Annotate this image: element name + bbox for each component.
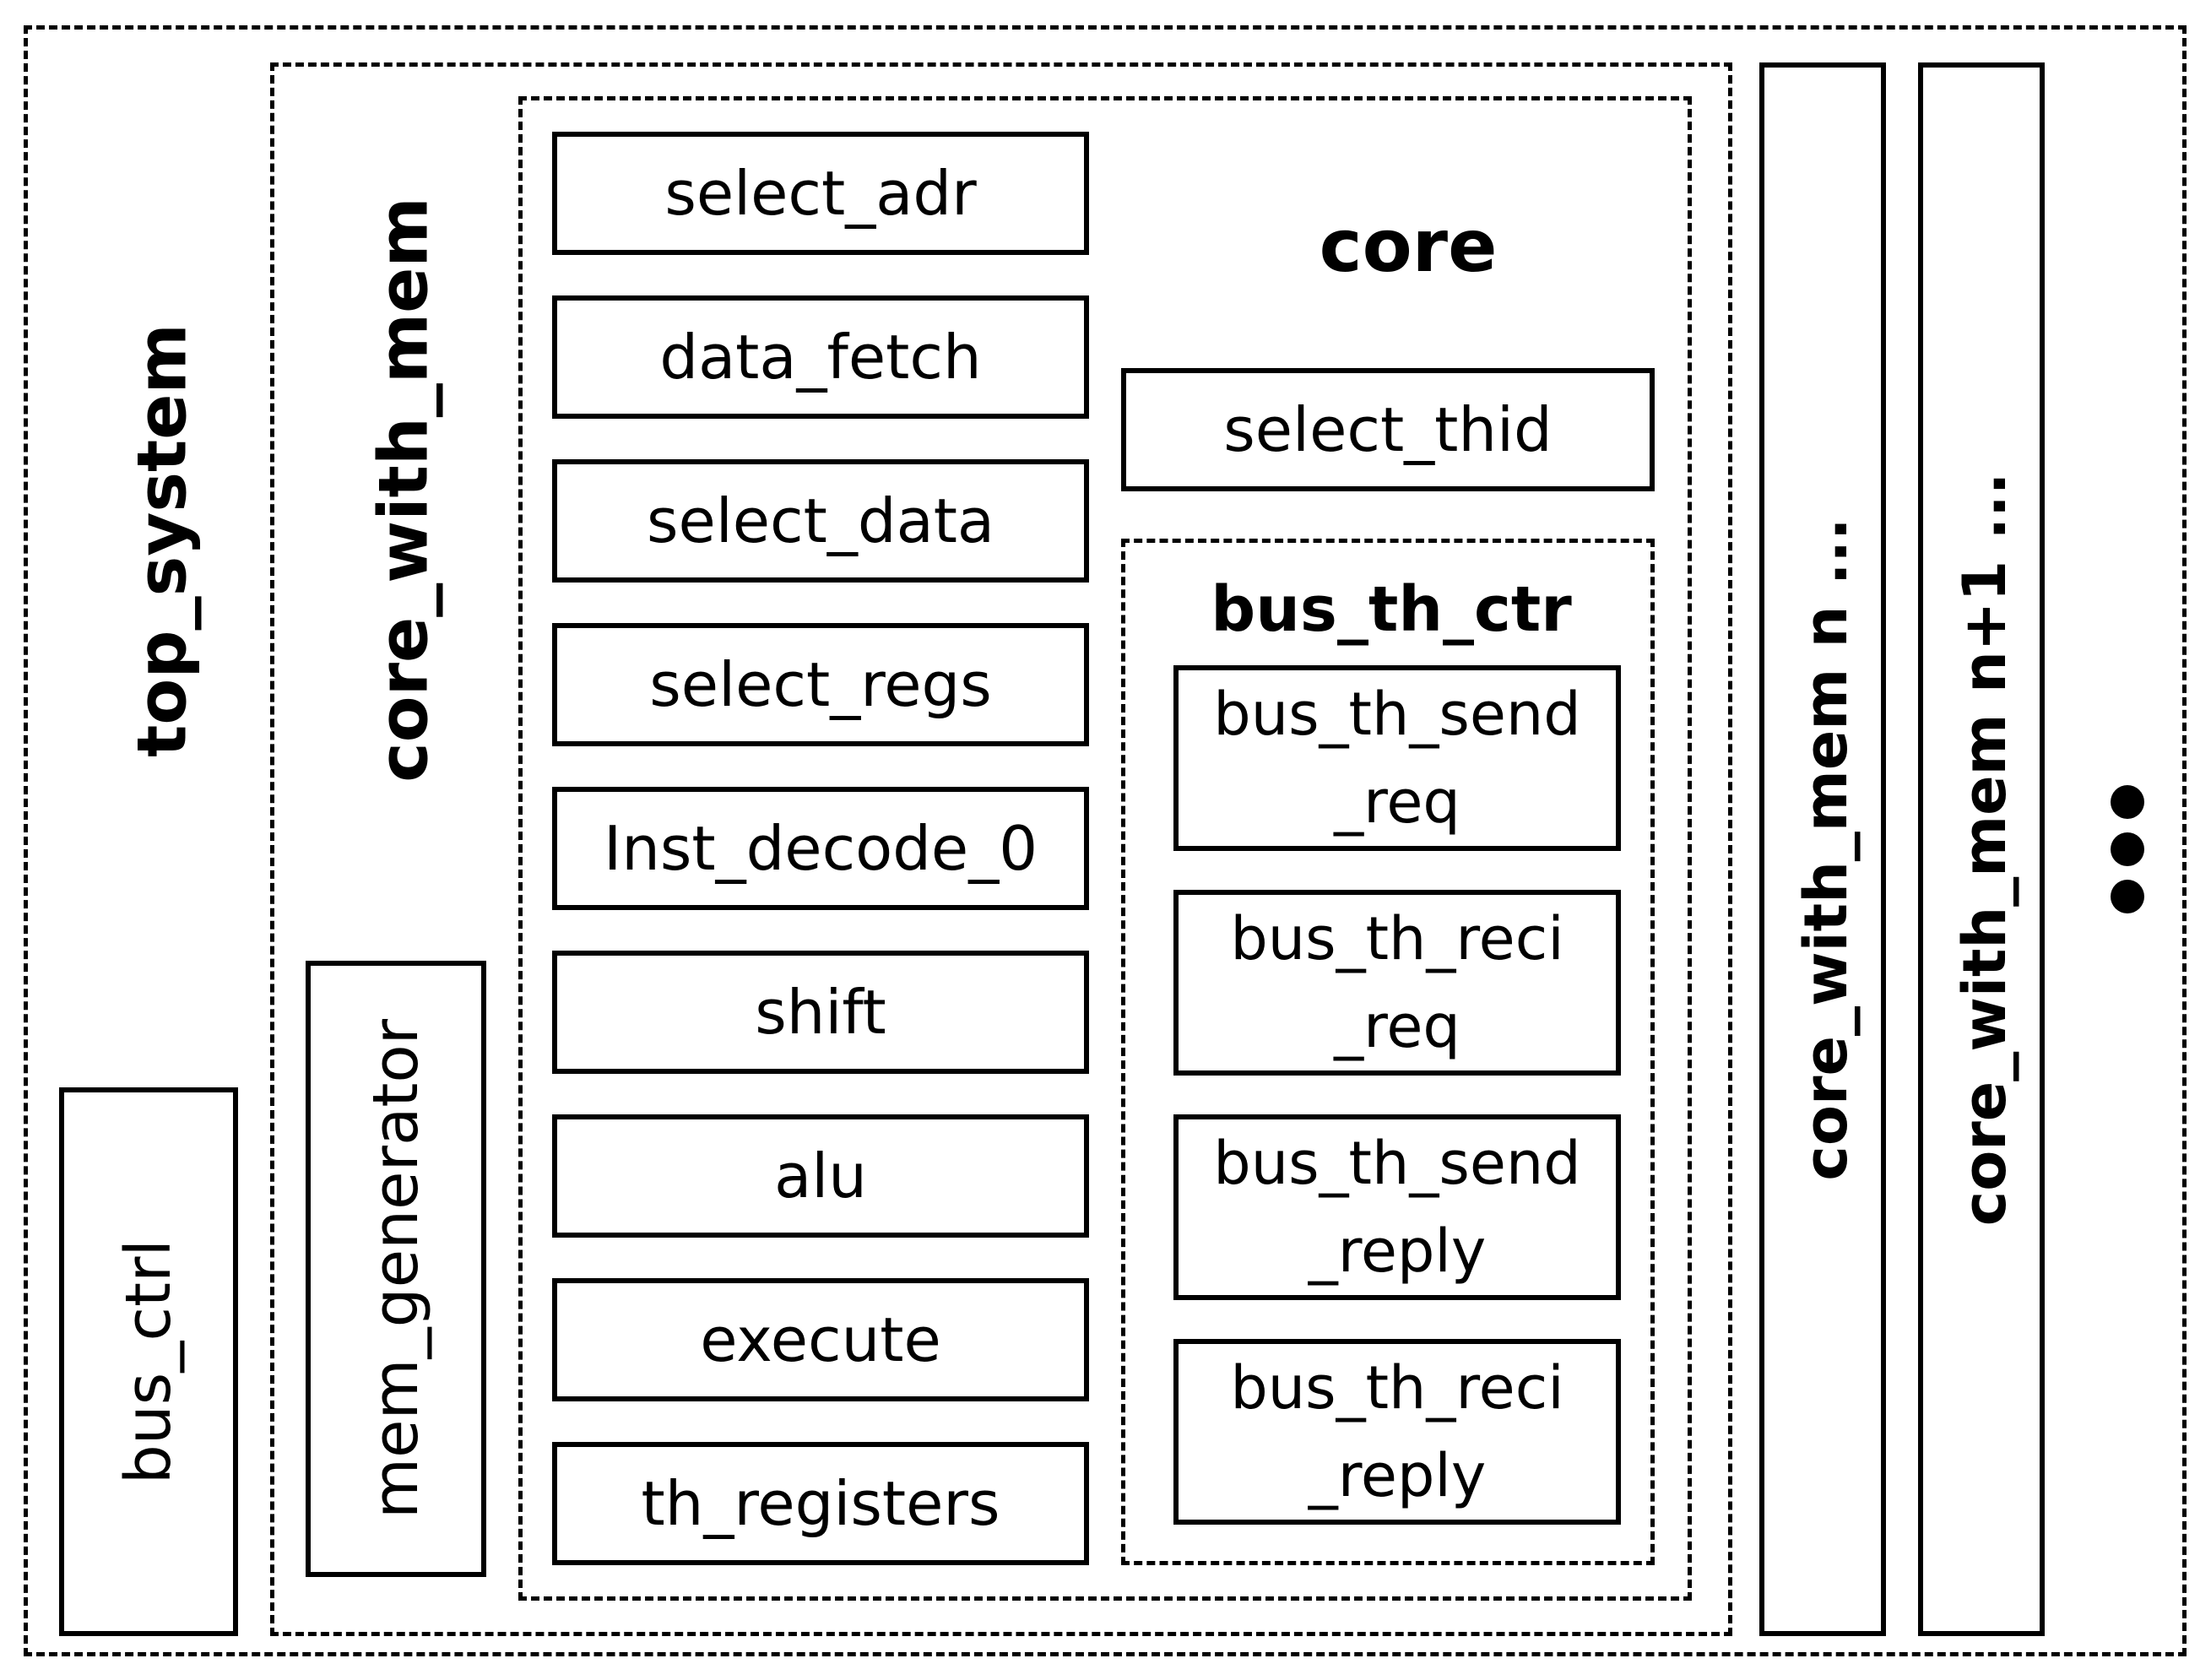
bus-th-block-line1: bus_th_send: [1213, 1129, 1581, 1198]
core-block-label: alu: [774, 1141, 867, 1211]
core-block-select-regs: select_regs: [552, 623, 1089, 746]
core-block-select-adr: select_adr: [552, 132, 1089, 255]
bus-th-block-bus-th-send-req: bus_th_send _req: [1173, 665, 1621, 851]
bus-th-block-line2: _req: [1334, 767, 1460, 837]
core-block-label: select_data: [646, 485, 995, 556]
bus-ctrl-label: bus_ctrl: [112, 1238, 185, 1485]
core-block-inst-decode-0: Inst_decode_0: [552, 787, 1089, 910]
core-frame: [518, 96, 1692, 1601]
bus-th-block-line1: bus_th_reci: [1230, 904, 1564, 973]
bus-th-block-line1: bus_th_reci: [1230, 1353, 1564, 1423]
core-block-execute: execute: [552, 1278, 1089, 1401]
bus-th-block-bus-th-send-reply: bus_th_send _reply: [1173, 1114, 1621, 1300]
core-block-th-registers: th_registers: [552, 1442, 1089, 1565]
bus-th-block-bus-th-reci-req: bus_th_reci _req: [1173, 890, 1621, 1076]
bus-th-block-line2: _reply: [1308, 1217, 1487, 1286]
bus-th-block-line2: _req: [1334, 992, 1460, 1061]
select-thid-block: select_thid: [1121, 368, 1655, 491]
top-system-label: top_system: [122, 323, 202, 757]
core-with-mem-label: core_with_mem: [364, 197, 443, 783]
core-block-label: data_fetch: [659, 322, 982, 393]
mem-generator-label: mem_generator: [360, 1018, 432, 1520]
core-block-shift: shift: [552, 951, 1089, 1074]
core-with-mem-n-label: core_with_mem n ...: [1791, 518, 1861, 1181]
core-block-label: th_registers: [641, 1468, 1000, 1539]
core-with-mem-n1-block: [1918, 62, 2045, 1636]
bus-th-block-line2: _reply: [1308, 1441, 1487, 1510]
core-with-mem-frame: [270, 62, 1732, 1636]
core-block-label: select_adr: [664, 158, 977, 229]
core-title: core: [1319, 204, 1498, 289]
core-with-mem-n1-label: core_with_mem n+1 ...: [1950, 472, 2019, 1227]
top-system-frame: [24, 25, 2187, 1656]
bus-th-ctr-frame: [1121, 539, 1655, 1565]
core-block-label: Inst_decode_0: [603, 813, 1038, 884]
bus-th-block-bus-th-reci-reply: bus_th_reci _reply: [1173, 1339, 1621, 1525]
core-block-label: shift: [755, 977, 886, 1048]
core-block-label: select_regs: [649, 649, 992, 720]
bus-ctrl-block: [59, 1087, 238, 1636]
core-block-select-data: select_data: [552, 459, 1089, 583]
core-block-label: execute: [700, 1304, 941, 1375]
mem-generator-block: [306, 961, 486, 1577]
select-thid-label: select_thid: [1223, 394, 1553, 465]
core-block-alu: alu: [552, 1114, 1089, 1238]
bus-th-ctr-title: bus_th_ctr: [1211, 573, 1572, 646]
core-block-data-fetch: data_fetch: [552, 295, 1089, 419]
bus-th-block-line1: bus_th_send: [1213, 680, 1581, 749]
core-with-mem-n-block: [1759, 62, 1886, 1636]
